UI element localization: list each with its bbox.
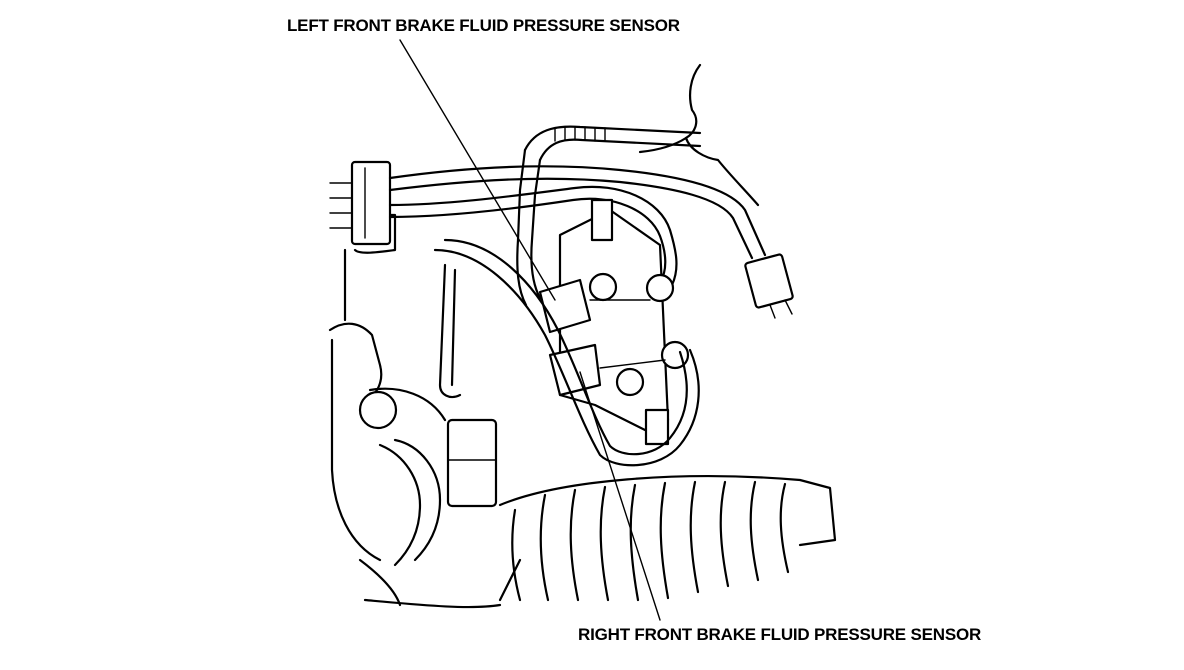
leader-left-sensor: [399, 39, 556, 301]
cowl-outline: [638, 63, 760, 207]
left-front-brake-fluid-pressure-sensor-label: LEFT FRONT BRAKE FLUID PRESSURE SENSOR: [287, 16, 680, 35]
lower-brake-lines: [433, 238, 700, 467]
wiring-harness: [516, 125, 702, 307]
left-hoses: [358, 387, 498, 567]
leader-lines: [399, 39, 661, 621]
left-connector: [329, 160, 392, 246]
steering-rack-boot: [363, 475, 837, 609]
sensor-manifold: [538, 198, 690, 446]
right-front-brake-fluid-pressure-sensor-label: RIGHT FRONT BRAKE FLUID PRESSURE SENSOR: [578, 625, 982, 644]
right-connector: [744, 253, 794, 319]
leader-right-sensor: [579, 371, 661, 621]
